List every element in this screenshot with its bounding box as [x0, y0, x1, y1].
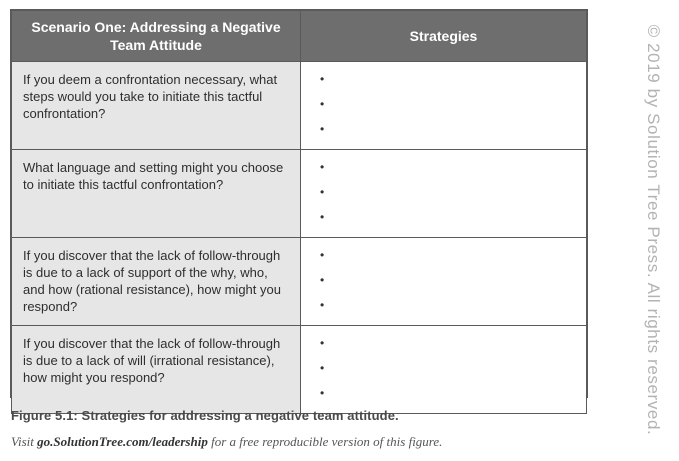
bullet-point: •	[320, 185, 325, 199]
bullet-point: •	[320, 336, 325, 350]
figure-caption: Figure 5.1: Strategies for addressing a …	[11, 408, 399, 423]
copyright-notice: © 2019 by Solution Tree Press. All right…	[644, 24, 663, 436]
header-scenario: Scenario One: Addressing a Negative Team…	[11, 10, 301, 62]
question-cell: If you deem a confrontation necessary, w…	[11, 61, 301, 150]
table: Scenario One: Addressing a Negative Team…	[11, 10, 587, 414]
bullet-point: •	[320, 361, 325, 375]
question-cell: If you discover that the lack of follow-…	[11, 237, 301, 326]
strategies-cell[interactable]: • • •	[300, 325, 587, 414]
strategies-cell[interactable]: • • •	[300, 149, 587, 238]
bullet-point: •	[320, 386, 325, 400]
reproducible-note: Visit go.SolutionTree.com/leadership for…	[11, 434, 442, 450]
bullet-point: •	[320, 273, 325, 287]
bullet-point: •	[320, 122, 325, 136]
visit-link[interactable]: go.SolutionTree.com/leadership	[37, 434, 208, 449]
header-strategies: Strategies	[300, 10, 587, 62]
table-row: If you discover that the lack of follow-…	[11, 325, 587, 414]
strategies-cell[interactable]: • • •	[300, 61, 587, 150]
bullet-point: •	[320, 248, 325, 262]
question-cell: If you discover that the lack of follow-…	[11, 325, 301, 414]
visit-prefix: Visit	[11, 434, 38, 449]
question-cell: What language and setting might you choo…	[11, 149, 301, 238]
table-row: If you deem a confrontation necessary, w…	[11, 61, 587, 150]
visit-suffix: for a free reproducible version of this …	[207, 434, 443, 449]
strategies-table: Scenario One: Addressing a Negative Team…	[10, 9, 588, 414]
bullet-point: •	[320, 298, 325, 312]
table-row: If you discover that the lack of follow-…	[11, 237, 587, 326]
bullet-point: •	[320, 210, 325, 224]
bullet-point: •	[320, 72, 325, 86]
bullet-point: •	[320, 160, 325, 174]
table-row: What language and setting might you choo…	[11, 149, 587, 238]
strategies-cell[interactable]: • • •	[300, 237, 587, 326]
bullet-point: •	[320, 97, 325, 111]
table-header-row: Scenario One: Addressing a Negative Team…	[11, 10, 587, 62]
